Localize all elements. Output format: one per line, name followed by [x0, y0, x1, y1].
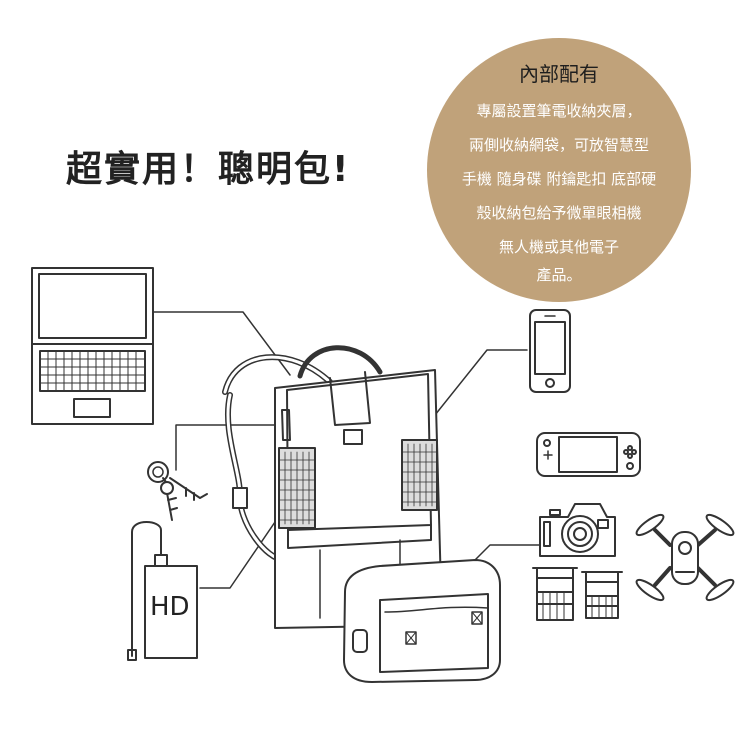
- badge-line-3: 手機 隨身碟 附鑰匙扣 底部硬: [461, 170, 657, 188]
- camera-icon: [539, 503, 616, 557]
- badge-line-5: 無人機或其他電子: [498, 238, 619, 256]
- hard-drive-icon: [127, 521, 198, 661]
- badge-line-4: 殼收納包給予微單眼相機: [476, 204, 642, 222]
- headline: 超實用！聰明包!: [66, 149, 351, 190]
- hard-drive-label: HD: [150, 592, 190, 622]
- smartphone-icon: [529, 309, 571, 393]
- hard-case-pouch-icon: [343, 559, 501, 683]
- lens-icon: [532, 567, 578, 621]
- laptop-icon: [31, 267, 154, 425]
- connector-lines: [152, 311, 541, 589]
- game-console-icon: [536, 432, 641, 477]
- badge-title: 內部配有: [519, 62, 599, 86]
- badge-line-6: 產品。: [536, 266, 582, 284]
- keys-icon: [147, 461, 208, 521]
- lens-icon: [581, 571, 623, 619]
- badge-line-2: 兩側收納網袋，可放智慧型: [468, 136, 649, 154]
- badge-line-1: 專屬設置筆電收納夾層，: [476, 102, 642, 120]
- feature-badge: 內部配有 專屬設置筆電收納夾層， 兩側收納網袋，可放智慧型 手機 隨身碟 附鑰匙…: [427, 38, 691, 302]
- drone-icon: [635, 513, 735, 602]
- backpack-icon: [222, 345, 443, 629]
